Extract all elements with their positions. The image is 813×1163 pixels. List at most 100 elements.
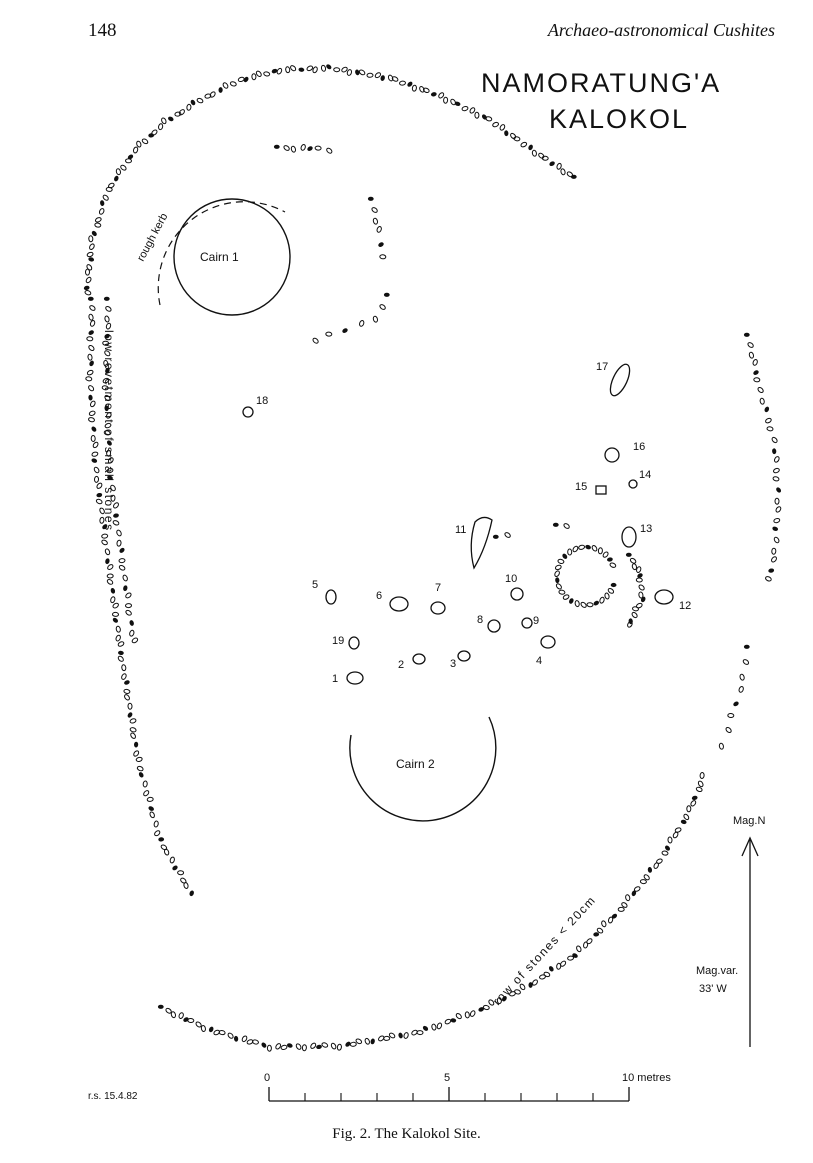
small-stone bbox=[142, 780, 148, 788]
small-stone bbox=[101, 539, 108, 546]
small-stone bbox=[125, 609, 132, 616]
small-stone bbox=[91, 451, 99, 457]
stone-3 bbox=[457, 650, 471, 662]
small-stone bbox=[263, 71, 271, 77]
small-stone bbox=[273, 144, 280, 149]
small-stone bbox=[593, 600, 600, 606]
stone-8 bbox=[487, 619, 501, 633]
stone-5 bbox=[325, 589, 337, 605]
small-stone bbox=[510, 132, 517, 140]
small-stone bbox=[739, 673, 745, 681]
small-stone bbox=[285, 66, 291, 74]
small-stone bbox=[229, 81, 237, 87]
small-stone bbox=[562, 594, 570, 600]
small-stone bbox=[372, 315, 378, 323]
small-stone bbox=[154, 830, 161, 837]
small-stone bbox=[638, 591, 644, 599]
small-stone bbox=[133, 741, 139, 748]
small-stone bbox=[371, 207, 378, 213]
small-stone bbox=[107, 475, 113, 481]
small-stone bbox=[91, 230, 97, 237]
cairn-1 bbox=[173, 198, 291, 316]
small-stone bbox=[261, 1042, 267, 1048]
small-stone bbox=[607, 916, 614, 924]
small-stone bbox=[93, 466, 100, 474]
small-stone bbox=[127, 702, 133, 710]
small-stone bbox=[195, 1021, 202, 1028]
small-stone bbox=[326, 147, 333, 154]
figure-caption: Fig. 2. The Kalokol Site. bbox=[332, 1126, 481, 1142]
small-stone bbox=[104, 315, 110, 323]
small-stone bbox=[103, 430, 111, 436]
small-stone bbox=[586, 602, 594, 608]
small-stone bbox=[163, 848, 170, 856]
small-stone bbox=[89, 360, 94, 367]
small-stone bbox=[252, 1039, 259, 1045]
small-stone bbox=[422, 1025, 429, 1031]
small-stone bbox=[222, 82, 229, 89]
small-stone bbox=[591, 545, 598, 552]
small-stone bbox=[104, 333, 110, 339]
small-stone bbox=[691, 795, 698, 801]
stone-1 bbox=[346, 671, 364, 685]
small-stone bbox=[204, 93, 212, 99]
stone-2 bbox=[412, 653, 426, 665]
small-stone bbox=[280, 1044, 288, 1051]
small-stone bbox=[519, 983, 526, 991]
small-stone bbox=[112, 611, 119, 617]
small-stone bbox=[88, 417, 95, 423]
small-stone bbox=[208, 1026, 214, 1033]
stone-11 bbox=[470, 516, 493, 570]
small-stone bbox=[667, 836, 673, 844]
small-stone bbox=[89, 305, 96, 311]
small-stone bbox=[183, 1017, 189, 1022]
small-stone bbox=[119, 547, 125, 553]
small-stone bbox=[133, 750, 140, 757]
small-stone bbox=[757, 387, 764, 393]
small-stone bbox=[611, 913, 618, 919]
small-stone bbox=[88, 313, 94, 321]
small-stone bbox=[321, 1042, 329, 1048]
small-stone bbox=[177, 870, 185, 876]
small-stone bbox=[178, 1012, 184, 1019]
stone-label-12: 12 bbox=[679, 600, 691, 612]
mag-var-label: Mag.var. bbox=[696, 965, 738, 977]
scale-start: 0 bbox=[264, 1072, 270, 1084]
small-stone bbox=[105, 186, 113, 192]
small-stone bbox=[125, 603, 132, 609]
small-stone bbox=[747, 342, 754, 348]
small-stone bbox=[580, 601, 587, 608]
small-stone bbox=[120, 164, 127, 171]
small-stone bbox=[86, 369, 94, 376]
small-stone bbox=[370, 1038, 375, 1045]
small-stone bbox=[560, 960, 567, 967]
small-stone bbox=[124, 694, 130, 701]
small-stone bbox=[172, 865, 178, 871]
small-stone bbox=[91, 426, 97, 432]
small-stone bbox=[398, 1032, 403, 1039]
small-stone bbox=[115, 168, 121, 176]
small-stone bbox=[366, 72, 374, 78]
small-stone bbox=[481, 114, 487, 120]
stone-label-5: 5 bbox=[312, 579, 318, 591]
small-stone bbox=[190, 99, 196, 106]
small-stone bbox=[241, 1035, 248, 1043]
small-stone bbox=[85, 268, 90, 276]
small-stone bbox=[168, 116, 174, 122]
small-stone bbox=[768, 568, 775, 573]
small-stone bbox=[118, 558, 126, 564]
small-stone bbox=[372, 217, 378, 225]
small-stone bbox=[124, 680, 130, 685]
small-stone bbox=[342, 328, 348, 333]
stone-16 bbox=[604, 447, 620, 463]
small-stone bbox=[683, 813, 690, 821]
small-stone bbox=[555, 583, 562, 590]
small-stone bbox=[83, 285, 90, 291]
small-stone bbox=[776, 487, 782, 493]
small-stone bbox=[88, 394, 93, 401]
small-stone bbox=[607, 557, 613, 562]
small-stone bbox=[104, 548, 111, 556]
small-stone bbox=[549, 161, 555, 167]
small-stone bbox=[89, 243, 95, 250]
small-stone bbox=[95, 498, 103, 505]
